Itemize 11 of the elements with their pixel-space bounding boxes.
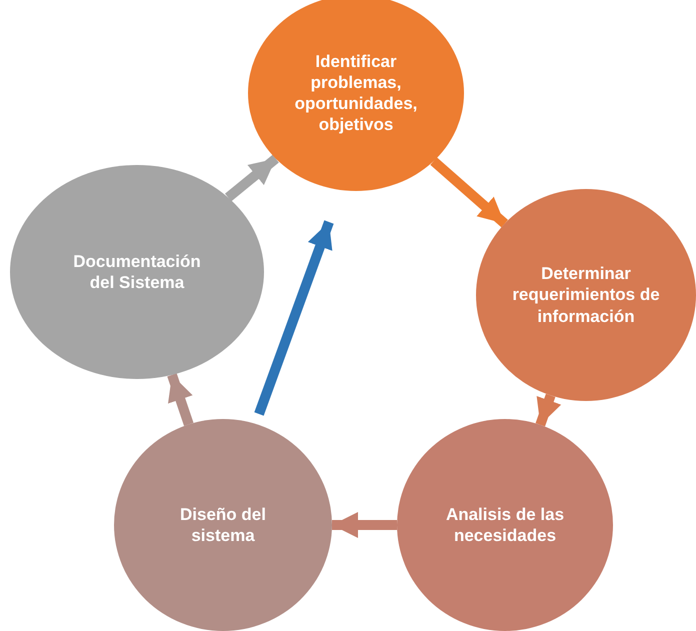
arrow [254, 220, 334, 416]
step-label: Documentación del Sistema [72, 250, 202, 294]
arrow [167, 373, 194, 426]
step-label: Identificar problemas, oportunidades, objetivos [294, 50, 418, 136]
step-label: Diseño del sistema [179, 504, 267, 546]
arrow [332, 512, 397, 538]
arrow [536, 394, 562, 426]
step-label: Determinar requerimientos de información [511, 263, 661, 327]
step-label: Analisis de las necesidades [444, 504, 566, 546]
arrow [430, 157, 508, 228]
arrow [224, 154, 279, 202]
